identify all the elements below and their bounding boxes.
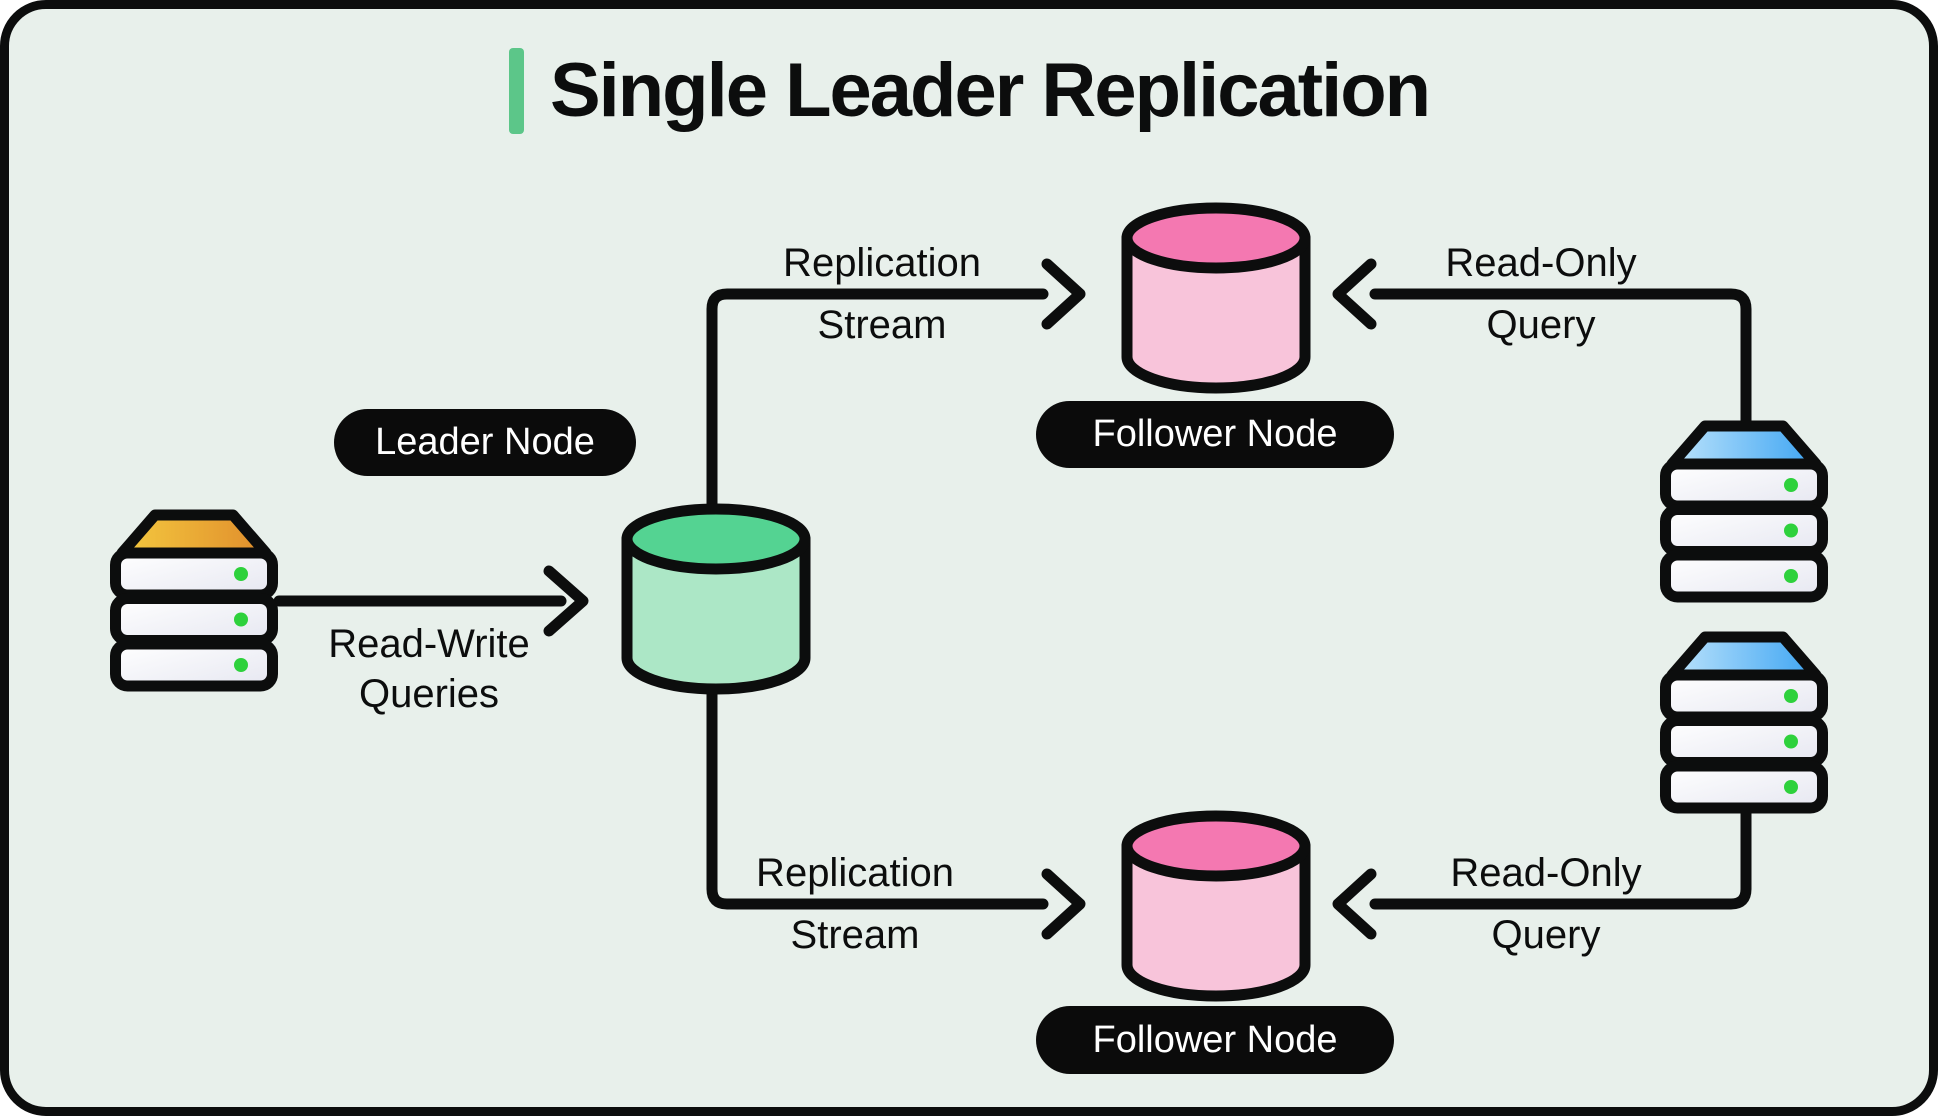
edge-label-line: Stream	[790, 913, 920, 957]
follower-node-pill-top: Follower Node	[1036, 401, 1394, 468]
follower-node-label: Follower Node	[1092, 1018, 1338, 1061]
edge-label-replication-top: Replication Stream	[783, 232, 981, 356]
edge-read-only-top-line	[1369, 288, 1752, 427]
edge-label-line: Stream	[817, 303, 947, 347]
follower-node-label: Follower Node	[1092, 413, 1338, 455]
edge-label-line: Read-Only	[1445, 241, 1637, 285]
led-dot	[1784, 569, 1798, 583]
edge-read-write-arrowhead	[543, 565, 589, 637]
edge-label-read-write: Read-Write Queries	[328, 619, 530, 719]
follower-node-pill-bottom: Follower Node	[1036, 1006, 1394, 1074]
edge-label-read-only-top: Read-Only Query	[1445, 232, 1636, 356]
server-rack-icon	[1660, 420, 1828, 603]
leader-node-label: Leader Node	[375, 421, 595, 463]
page-title: Single Leader Replication	[549, 48, 1431, 133]
edge-label-line: Query	[1486, 303, 1596, 347]
edge-label-line: Queries	[358, 672, 500, 716]
edge-replication-top-line	[706, 288, 1049, 515]
edge-replication-bottom-arrowhead	[1041, 868, 1086, 940]
database-cylinder-icon	[621, 503, 811, 695]
led-dot	[234, 612, 248, 627]
connector-lines	[273, 258, 1752, 940]
led-dot	[1784, 523, 1798, 538]
edge-label-read-only-bottom: Read-Only Query	[1450, 842, 1641, 966]
title-row: Single Leader Replication	[9, 47, 1929, 134]
edge-label-line: Query	[1491, 913, 1601, 957]
leader-node-pill: Leader Node	[334, 409, 636, 476]
led-dot	[234, 567, 248, 581]
edge-label-line: Read-Only	[1450, 851, 1642, 895]
edge-label-line: Replication	[756, 851, 954, 895]
led-dot	[1784, 734, 1798, 749]
led-dot	[1784, 780, 1798, 794]
server-rack-icon	[110, 509, 278, 692]
database-cylinder-icon	[1121, 202, 1311, 394]
title-accent-bar	[508, 47, 524, 134]
edge-label-line: Read-Write	[328, 622, 530, 666]
led-dot	[1784, 689, 1798, 703]
led-dot	[1784, 478, 1798, 492]
edge-replication-top-arrowhead	[1041, 258, 1086, 330]
edge-label-replication-bottom: Replication Stream	[756, 842, 954, 966]
database-cylinder-icon	[1121, 810, 1311, 1002]
server-rack-icon	[1660, 631, 1828, 814]
edge-read-only-bottom-line	[1369, 803, 1752, 910]
edge-read-only-top-arrowhead	[1332, 258, 1377, 330]
edge-label-line: Replication	[783, 241, 981, 285]
edge-read-only-bottom-arrowhead	[1332, 868, 1377, 940]
led-dot	[234, 658, 248, 672]
edge-replication-bottom-line	[706, 683, 1049, 910]
